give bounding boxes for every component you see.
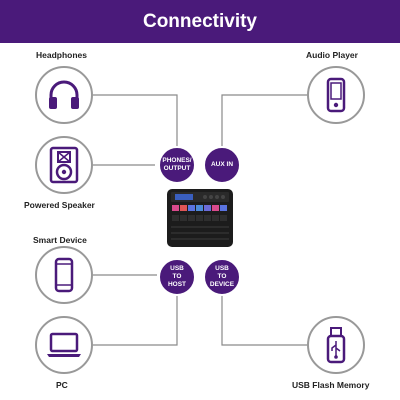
headphones-icon: [49, 80, 79, 109]
usb-flash-circle: [307, 316, 365, 374]
headphones-circle: [35, 66, 93, 124]
usb-flash-memory-label: USB Flash Memory: [292, 380, 370, 390]
speaker-icon: [49, 146, 79, 184]
powered-speaker-circle: [35, 136, 93, 194]
port-usb-to-device: USB TO DEVICE: [203, 258, 241, 296]
page-title: Connectivity: [142, 10, 258, 32]
smart-device-label: Smart Device: [33, 235, 87, 245]
laptop-icon: [47, 332, 81, 357]
pc-label: PC: [56, 380, 68, 390]
header-banner: Connectivity: [0, 0, 400, 43]
center-device-image: [167, 189, 233, 247]
audio-player-circle: [307, 66, 365, 124]
powered-speaker-label: Powered Speaker: [24, 200, 95, 210]
audio-player-label: Audio Player: [306, 50, 358, 60]
audio-player-icon: [326, 77, 346, 113]
port-aux-in: AUX IN: [203, 146, 241, 184]
smart-device-circle: [35, 246, 93, 304]
usb-drive-icon: [326, 327, 346, 364]
headphones-label: Headphones: [36, 50, 88, 60]
pc-circle: [35, 316, 93, 374]
port-usb-to-host: USB TO HOST: [158, 258, 196, 296]
port-phones-output: PHONES/ OUTPUT: [158, 146, 196, 184]
smartphone-icon: [54, 257, 74, 293]
